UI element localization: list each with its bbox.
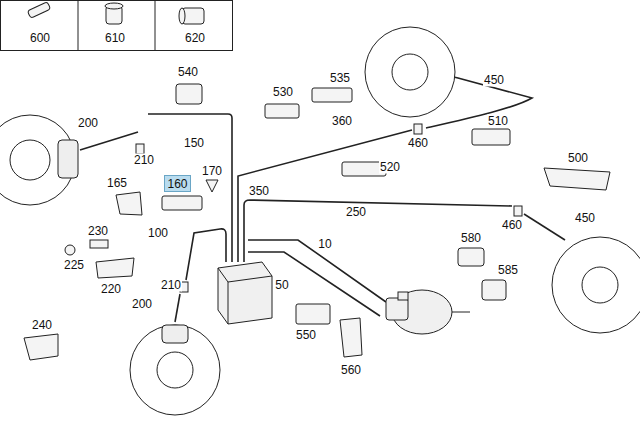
callout-number: 520 [379, 161, 401, 174]
callout-number: 530 [272, 86, 294, 99]
callout-number: 10 [317, 238, 332, 251]
callout-number: 450 [483, 74, 505, 87]
small-part-icons [27, 2, 204, 24]
callout-number: 50 [274, 279, 289, 292]
callout-number: 230 [87, 225, 109, 238]
callout-number: 200 [77, 117, 99, 130]
brake-discs [0, 27, 640, 415]
callout-number: 600 [29, 32, 51, 45]
callout-number: 500 [567, 152, 589, 165]
callout-number: 350 [248, 185, 270, 198]
callout-number: 360 [331, 115, 353, 128]
callout-number: 225 [63, 259, 85, 272]
callout-number: 200 [131, 298, 153, 311]
callout-number: 560 [340, 364, 362, 377]
brake-lines [80, 72, 565, 322]
callout-number: 585 [497, 264, 519, 277]
callout-number: 535 [329, 72, 351, 85]
callout-number: 540 [177, 66, 199, 79]
callout-number: 220 [100, 283, 122, 296]
callout-number: 580 [460, 232, 482, 245]
parts-table [1, 1, 233, 51]
callout-number: 100 [147, 227, 169, 240]
callout-number: 460 [501, 219, 523, 232]
highlight-box: 160 [164, 175, 191, 192]
callout-number: 550 [295, 329, 317, 342]
callout-number: 170 [201, 165, 223, 178]
abs-unit [218, 262, 272, 324]
callout-number: 165 [106, 177, 128, 190]
callout-number: 150 [183, 137, 205, 150]
callout-number: 510 [487, 115, 509, 128]
callout-number: 210 [133, 154, 155, 167]
callout-number: 160 [168, 178, 187, 191]
callout-number: 240 [31, 319, 53, 332]
callout-number: 610 [104, 32, 126, 45]
brake-booster [386, 290, 470, 334]
callout-number: 450 [574, 212, 596, 225]
part-icons [24, 84, 610, 360]
callout-number: 250 [345, 206, 367, 219]
callout-number: 210 [160, 279, 182, 292]
callout-number: 620 [184, 32, 206, 45]
callout-number: 460 [407, 137, 429, 150]
